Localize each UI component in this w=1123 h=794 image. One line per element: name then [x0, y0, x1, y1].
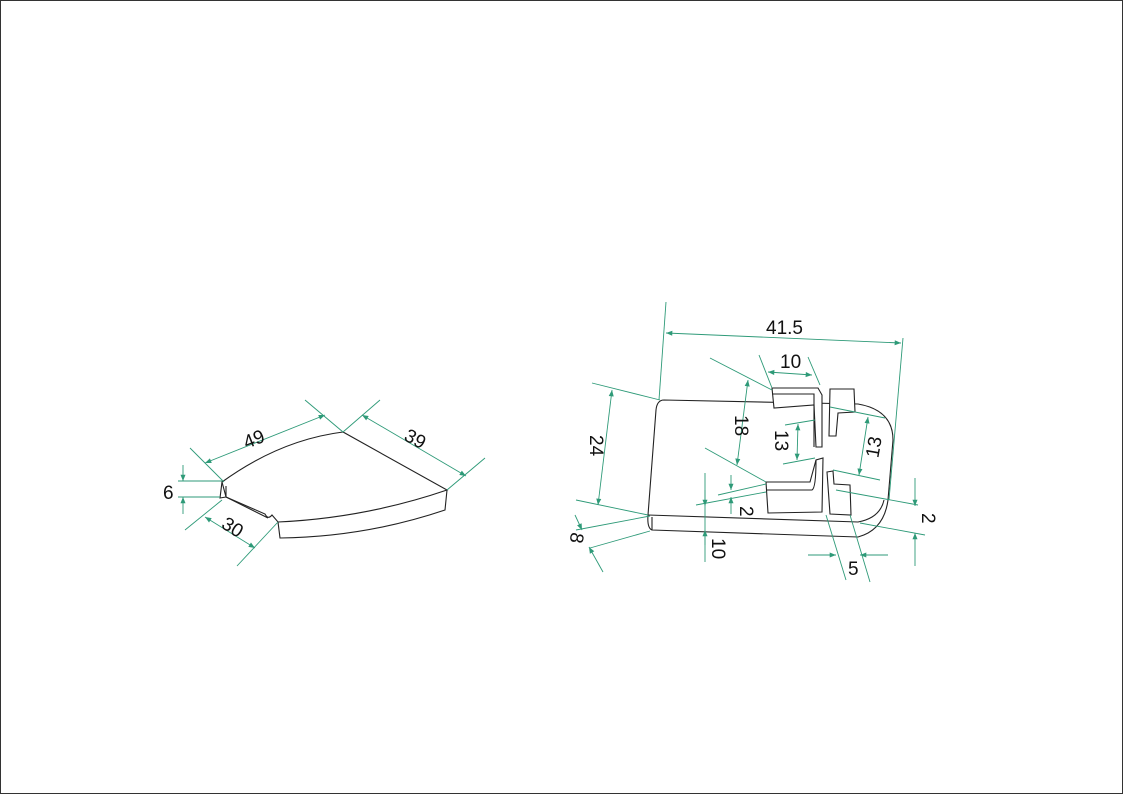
- ext-line: [184, 499, 223, 531]
- ext-line: [835, 489, 919, 506]
- dim-5-label: 5: [848, 559, 859, 580]
- ext-line: [888, 337, 904, 501]
- dim-49-label: 49: [241, 426, 268, 453]
- dim-2-left-label: 2: [735, 506, 756, 517]
- plate-front-edge: [647, 499, 885, 530]
- ext-line: [832, 469, 881, 481]
- ext-line: [658, 301, 667, 401]
- dim-13-right-line: [857, 416, 870, 476]
- dim-39-line: [361, 414, 467, 477]
- ext-line: [236, 521, 279, 567]
- ext-line: [829, 406, 886, 419]
- clip-top-left-edge: [772, 393, 815, 447]
- dim-30-label: 30: [218, 513, 247, 542]
- dim-18-line: [735, 379, 750, 466]
- dim-6-label: 6: [163, 483, 174, 504]
- ext-line: [859, 522, 926, 536]
- dim-24-label: 24: [585, 435, 606, 457]
- dim-13-left-label: 13: [770, 430, 791, 451]
- ext-line: [849, 514, 871, 583]
- dim-13-left-line: [794, 423, 801, 461]
- clip-bottom-left: [765, 457, 824, 514]
- ext-line: [704, 447, 767, 483]
- ext-line: [446, 457, 486, 491]
- dim-49-line: [204, 414, 326, 464]
- dim-10-top-label: 10: [780, 352, 801, 373]
- ext-line: [709, 357, 773, 391]
- ext-line: [189, 447, 225, 483]
- ext-line: [825, 514, 847, 581]
- dim-2-right-label: 2: [917, 513, 938, 524]
- ext-line: [758, 354, 773, 389]
- ext-line: [591, 382, 661, 401]
- dim-10-bottom-label: 10: [707, 538, 728, 559]
- dim-41-5-label: 41.5: [766, 318, 803, 339]
- dim-39-label: 39: [401, 425, 430, 453]
- ext-line: [342, 399, 381, 433]
- shelf-bracket: [647, 387, 894, 538]
- dim-41-5-line: [665, 330, 902, 346]
- ext-line: [782, 457, 816, 465]
- right-dimensions: 41.5 24 18 10 13 13 2 2 8: [565, 301, 938, 583]
- dim-18-label: 18: [730, 415, 751, 436]
- dim-24-line: [596, 389, 614, 506]
- dim-8-label: 8: [565, 531, 588, 545]
- ext-line: [784, 419, 816, 426]
- dim-8-arrow: [574, 514, 583, 531]
- shelf-notch: [219, 481, 269, 519]
- dim-30-line: [204, 516, 256, 549]
- shelf-front-edge: [277, 489, 448, 539]
- ext-line: [575, 499, 649, 516]
- dim-10-top-line: [767, 369, 813, 378]
- ext-line: [589, 530, 651, 549]
- dim-8-arrow: [588, 546, 604, 573]
- clip-top-right: [828, 388, 856, 437]
- clip-bottom-left-edge: [766, 459, 817, 491]
- dim-13-right-label: 13: [862, 435, 886, 459]
- ext-line: [575, 515, 651, 531]
- ext-line: [304, 399, 344, 433]
- clip-bottom-right: [826, 470, 852, 516]
- ext-line: [807, 356, 821, 386]
- ext-line: [717, 483, 767, 496]
- clip-top-left: [771, 387, 823, 448]
